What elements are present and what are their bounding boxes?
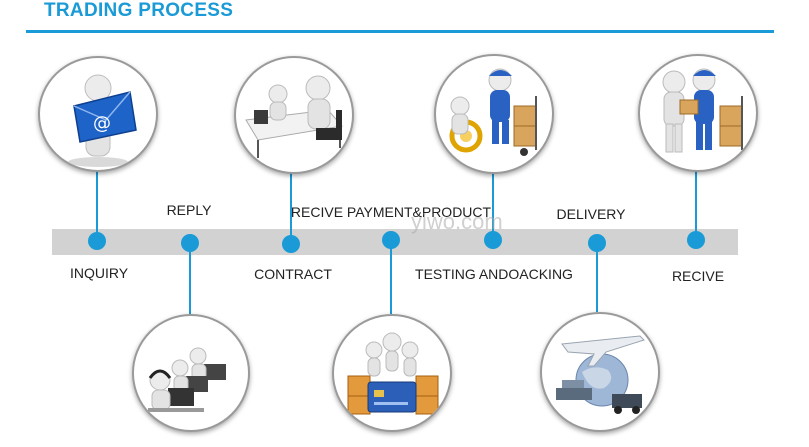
customer-service-icon [148,347,226,412]
step-label-payment: RECIVE PAYMENT&PRODUCT [290,204,492,220]
node-delivery [588,234,606,252]
reply-illustration [132,314,250,432]
node-payment [382,231,400,249]
delivery-worker-icon [449,68,537,156]
delivery-illustration [540,312,660,432]
testing-illustration [434,54,554,174]
step-label-reply: REPLY [166,202,212,218]
credit-card-icon [347,332,439,415]
stem-delivery [596,242,598,312]
node-recive [687,231,705,249]
courier-handover-icon [662,68,743,153]
svg-text:@: @ [93,113,111,134]
watermark-text: yiwo.com [411,209,503,234]
step-label-inquiry: INQUIRY [69,265,129,281]
stem-payment [390,240,392,314]
payment-illustration [332,314,452,432]
inquiry-illustration: @ [38,56,158,172]
node-contract [282,235,300,253]
meeting-table-icon [245,75,343,158]
page-title: TRADING PROCESS [44,0,234,21]
step-label-recive: RECIVE [671,268,725,284]
stem-inquiry [96,168,98,241]
stem-testing [492,172,494,240]
plane-ship-globe-icon [556,335,645,414]
recive-illustration [638,54,758,172]
step-label-delivery: DELIVERY [556,206,626,222]
node-reply [181,234,199,252]
title-underline [26,30,774,33]
stem-recive [695,168,697,240]
step-label-contract: CONTRACT [254,266,332,282]
email-envelope-icon: @ [68,74,137,167]
stem-reply [189,242,191,314]
node-inquiry [88,232,106,250]
node-testing [484,231,502,249]
contract-illustration [234,56,354,174]
step-label-testing: TESTING ANDOACKING [415,266,573,282]
stem-contract [290,172,292,242]
